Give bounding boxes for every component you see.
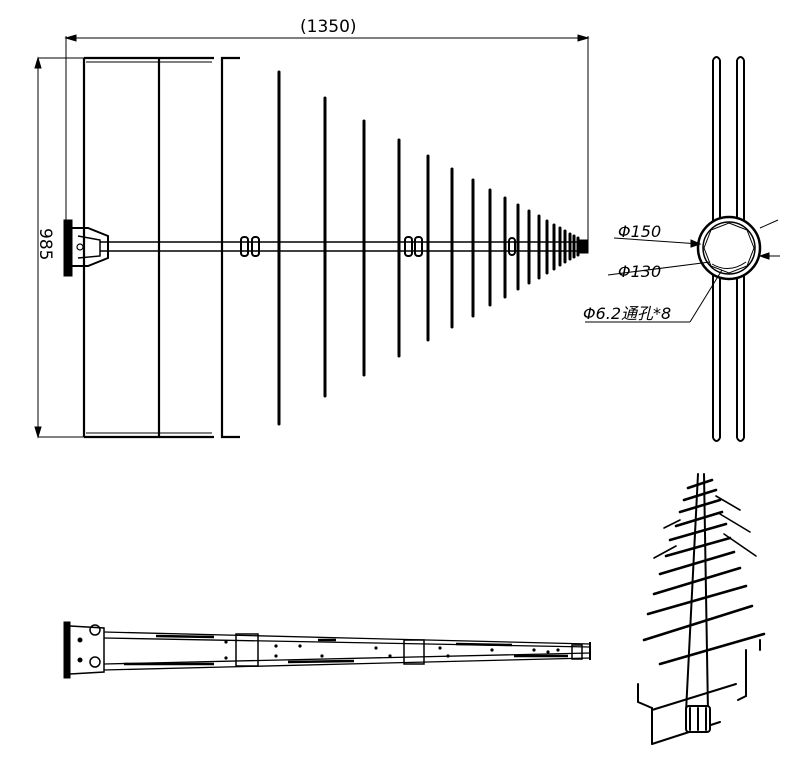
side-view: Φ150 Φ130 Φ6.2通孔*8 [583, 56, 780, 442]
height-dimension-label: 985 [35, 228, 55, 260]
iso-elements [642, 478, 766, 666]
mount-flange [63, 219, 109, 277]
dipole-elements [277, 70, 580, 426]
iso-boom [685, 473, 709, 713]
boom [100, 241, 584, 252]
length-dimension [64, 34, 590, 240]
frame-element [82, 56, 214, 439]
leader-lines [585, 219, 780, 323]
front-view: (1350) 985 [34, 17, 590, 439]
boom-spacers [240, 236, 516, 257]
length-dimension-label: (1350) [300, 17, 357, 37]
top-view [63, 621, 591, 679]
top-view-bolts [224, 640, 560, 660]
top-view-rails [124, 634, 568, 666]
top-view-flange [63, 621, 71, 679]
iso-mount [685, 705, 711, 733]
bracket-element [220, 56, 240, 439]
outer-diameter-callout: Φ150 [618, 222, 661, 241]
inner-diameter-callout: Φ130 [618, 262, 661, 281]
top-view-blocks [235, 633, 583, 667]
tip-connector [577, 239, 589, 254]
hub-flange [696, 215, 762, 281]
holes-callout: Φ6.2通孔*8 [583, 304, 671, 323]
height-dimension [34, 56, 86, 439]
isometric-view [637, 473, 766, 745]
